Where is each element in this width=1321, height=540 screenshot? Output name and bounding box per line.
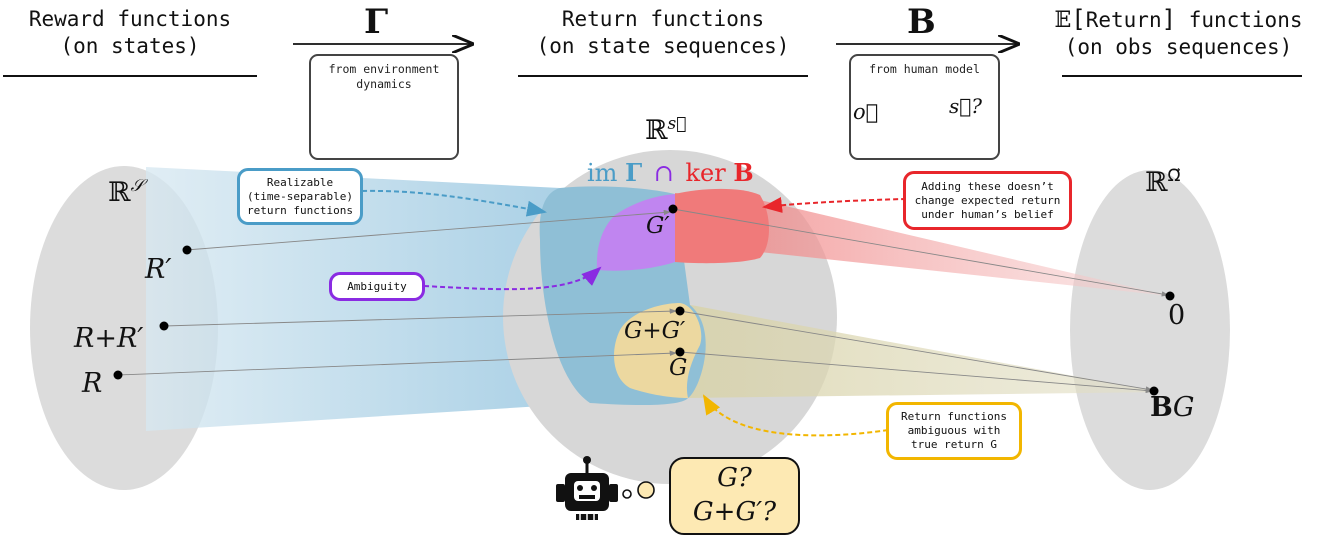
map-line-g-plus-g-prime-bg: [679, 310, 1153, 392]
point-g: [675, 347, 685, 357]
ambiguous-return-callout-arrow: [702, 394, 889, 437]
return-space-label: ℝs⃗: [645, 114, 687, 146]
image-gamma-label: im Γ: [587, 158, 643, 187]
human-model-state-belief: s⃗?: [949, 94, 982, 118]
label-r-prime: R′: [145, 254, 172, 285]
b-arrow-label: B: [907, 2, 936, 42]
robot-thought-line1: G?: [717, 463, 752, 493]
human-model-observation: o⃗: [853, 100, 879, 124]
point-zero: [1165, 291, 1175, 301]
human-model-box: from human model o⃗ s⃗?: [849, 54, 1000, 160]
robot-thought-line2: G+G′?: [692, 497, 777, 527]
label-g-prime: G′: [646, 213, 670, 239]
right-header: 𝔼[Return] functions (on obs sequences): [1036, 6, 1321, 61]
left-header: Reward functions (on states): [0, 6, 260, 60]
middle-header: Return functions (on state sequences): [515, 6, 811, 60]
left-header-line1: Reward functions: [28, 7, 232, 31]
map-line-g-bg: [679, 351, 1153, 394]
map-line-g-prime-zero: [672, 208, 1169, 297]
reward-space-label: ℝ𝒮: [108, 176, 144, 208]
label-zero: 0: [1168, 300, 1186, 331]
human-model-caption: from human model: [869, 62, 980, 76]
expectation-symbol: 𝔼: [1054, 8, 1072, 33]
robot-thought-text: G? G+G′?: [670, 461, 799, 529]
label-g-plus-g-prime: G+G′: [624, 318, 686, 344]
label-r-plus-r-prime: R+R′: [74, 323, 144, 354]
point-r-prime: [182, 245, 192, 255]
ambiguous-region: [614, 303, 702, 398]
realizable-callout-arrow: [361, 189, 547, 217]
environment-dynamics-box: from environment dynamics: [309, 54, 459, 160]
ambiguity-callout-arrow: [423, 266, 602, 291]
point-r-plus-r-prime: [159, 321, 169, 331]
point-bg: [1149, 386, 1159, 396]
observation-space-ellipse: [1070, 170, 1230, 490]
right-header-suffix: functions: [1188, 8, 1303, 32]
kernel-b-region: [675, 188, 769, 264]
ambiguous-return-callout: Return functions ambiguous with true ret…: [886, 402, 1022, 460]
label-bg: BG: [1150, 392, 1195, 423]
label-r: R: [82, 368, 103, 399]
ambiguity-callout: Ambiguity: [329, 272, 425, 301]
subspace-legend: im Γ ∩ ker B: [587, 158, 754, 187]
kernel-b-label: ker B: [685, 158, 754, 187]
ambiguous-projection-cone: [680, 303, 1160, 398]
map-line-r-plus-r-prime: [163, 308, 677, 327]
label-g: G: [669, 355, 688, 381]
point-g-plus-g-prime: [675, 306, 685, 316]
kernel-projection-cone: [675, 193, 1170, 296]
middle-header-line2: (on state sequences): [536, 34, 790, 58]
robot-thought-bubble: [669, 457, 800, 535]
environment-dynamics-caption: from environment dynamics: [328, 62, 440, 91]
gamma-arrow-label: Γ: [364, 2, 389, 42]
right-header-line2: (on obs sequences): [1064, 35, 1293, 59]
right-header-inner: Return: [1085, 8, 1162, 32]
point-g-prime: [668, 204, 678, 214]
point-r: [113, 370, 123, 380]
intersection-symbol: ∩: [653, 159, 674, 187]
observation-space-label: ℝΩ⃗: [1145, 166, 1181, 198]
realizable-callout: Realizable (time-separable) return funct…: [237, 168, 363, 225]
middle-header-line1: Return functions: [561, 7, 765, 31]
map-line-r: [117, 350, 677, 376]
robot-icon: [556, 456, 655, 520]
map-line-r-prime: [185, 209, 671, 251]
adding-callout-arrow: [762, 197, 907, 213]
adding-callout: Adding these doesn’t change expected ret…: [903, 171, 1072, 230]
left-header-line2: (on states): [60, 34, 200, 58]
right-header-line1: 𝔼[Return] functions: [1054, 5, 1303, 34]
